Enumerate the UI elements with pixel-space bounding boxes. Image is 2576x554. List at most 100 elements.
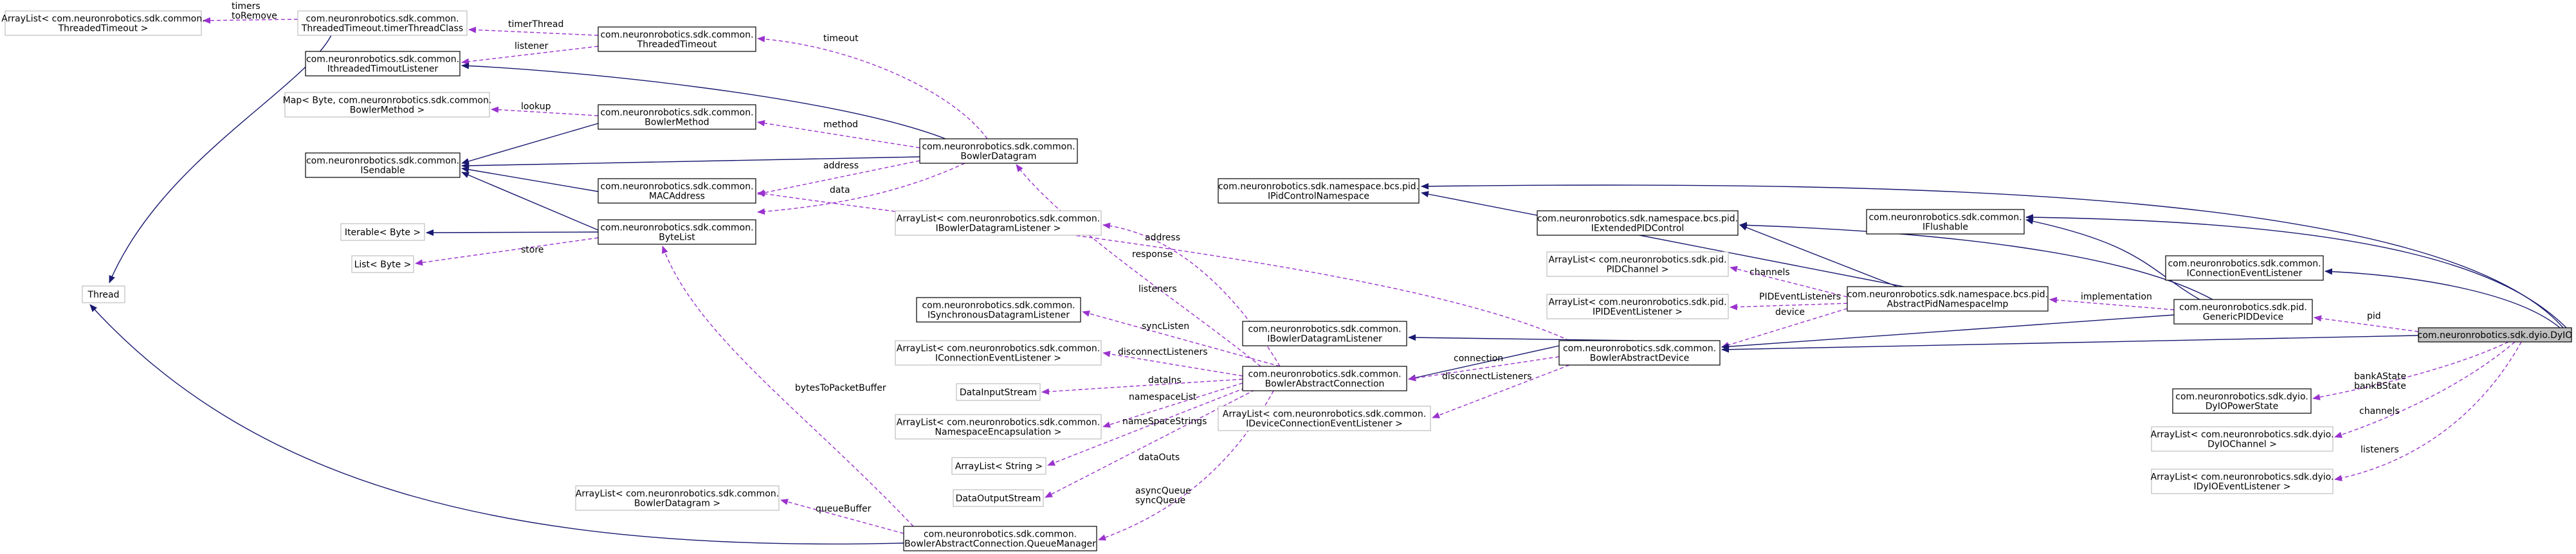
- class-node-map-byte-bowler-method[interactable]: Map< Byte, com.neuronrobotics.sdk.common…: [283, 92, 492, 118]
- class-node-mac-address[interactable]: com.neuronrobotics.sdk.common.MACAddress: [598, 178, 756, 204]
- edge-label-bank-state: bankBState: [2354, 381, 2406, 391]
- class-name-line: IBowlerDatagramListener: [1267, 334, 1382, 344]
- edge-label-bytes-to-packet-buffer: bytesToPacketBuffer: [795, 383, 886, 393]
- class-name-line: BowlerAbstractConnection: [1265, 379, 1385, 389]
- class-name-line: ThreadedTimeout >: [58, 24, 149, 34]
- class-node-data-input-stream[interactable]: DataInputStream: [956, 383, 1041, 401]
- usage-edge-31: [1432, 364, 1570, 418]
- inheritance-edge-7: [461, 123, 599, 165]
- edge-label-disconnect-listeners-conn: disconnectListeners: [1118, 347, 1208, 357]
- class-node-iconnection-event-listener[interactable]: com.neuronrobotics.sdk.common.IConnectio…: [2165, 255, 2324, 281]
- edge-label-disconnect-listeners-dev: disconnectListeners: [1442, 371, 1532, 382]
- class-name-line: com.neuronrobotics.sdk.dyio.DyIO: [2418, 330, 2573, 341]
- edge-label-timeout: timeout: [823, 33, 859, 44]
- usage-edge-6: [491, 106, 599, 116]
- class-name-line: BowlerAbstractDevice: [1590, 353, 1690, 364]
- class-name-line: ISynchronousDatagramListener: [927, 310, 1070, 321]
- usage-edge-26: [662, 246, 914, 527]
- edge-label-pid-event-listeners: PIDEventListeners: [1759, 292, 1841, 302]
- class-node-dyio-power-state[interactable]: com.neuronrobotics.sdk.dyio.DyIOPowerSta…: [2172, 388, 2312, 414]
- edge-label-connection: connection: [1454, 353, 1503, 364]
- edge-label-channels-pid: channels: [1749, 267, 1790, 278]
- class-node-arraylist-dyio-event-listener[interactable]: ArrayList< com.neuronrobotics.sdk.dyio.I…: [2151, 469, 2334, 494]
- usage-edge-20: [1102, 350, 1243, 377]
- inheritance-edge-40: [1721, 314, 2175, 350]
- edge-label-sync-listen: syncListen: [1142, 321, 1189, 332]
- edge-label-data: data: [830, 185, 850, 195]
- class-node-isynchronous-datagram-listener[interactable]: com.neuronrobotics.sdk.common.ISynchrono…: [916, 297, 1081, 323]
- class-name-line: IPidControlNamespace: [1268, 192, 1369, 202]
- class-node-ibowler-datagram-listener[interactable]: com.neuronrobotics.sdk.common.IBowlerDat…: [1242, 321, 1407, 346]
- class-node-iterable-byte[interactable]: Iterable< Byte >: [340, 223, 425, 241]
- class-node-arraylist-datagram-listener[interactable]: ArrayList< com.neuronrobotics.sdk.common…: [895, 210, 1102, 236]
- usage-edge-17: [1016, 164, 1261, 367]
- class-node-arraylist-dyio-channel[interactable]: ArrayList< com.neuronrobotics.sdk.dyio.D…: [2151, 426, 2334, 452]
- edge-label-lookup: lookup: [521, 102, 551, 112]
- usage-edge-47: [2312, 341, 2509, 400]
- class-node-thread[interactable]: Thread: [82, 285, 125, 303]
- inheritance-edge-43: [1421, 183, 2564, 328]
- class-name-line: ArrayList< com.neuronrobotics.sdk.dyio.: [2151, 472, 2334, 483]
- class-node-ithreaded-timout-listener[interactable]: com.neuronrobotics.sdk.common.IthreadedT…: [305, 51, 461, 76]
- class-name-line: ArrayList< com.neuronrobotics.sdk.common…: [897, 214, 1100, 224]
- class-node-list-byte[interactable]: List< Byte >: [351, 255, 414, 273]
- class-name-line: ByteList: [659, 233, 695, 243]
- class-name-line: com.neuronrobotics.sdk.common.: [600, 108, 753, 118]
- class-node-arraylist-pid-event-listener[interactable]: ArrayList< com.neuronrobotics.sdk.pid.IP…: [1546, 294, 1729, 319]
- inheritance-edge-32: [1408, 334, 1634, 341]
- class-name-line: Map< Byte, com.neuronrobotics.sdk.common…: [283, 96, 492, 106]
- class-node-data-output-stream[interactable]: DataOutputStream: [953, 489, 1044, 507]
- class-name-line: IConnectionEventListener >: [935, 353, 1061, 364]
- class-name-line: IBowlerDatagramListener >: [936, 224, 1061, 234]
- edge-label-data-ins: dataIns: [1148, 375, 1182, 386]
- class-node-arraylist-connection-event-listener[interactable]: ArrayList< com.neuronrobotics.sdk.common…: [895, 340, 1102, 366]
- class-node-iflushable[interactable]: com.neuronrobotics.sdk.common.IFlushable: [1866, 209, 2025, 235]
- class-node-timer-thread-class[interactable]: com.neuronrobotics.sdk.common.ThreadedTi…: [297, 10, 468, 36]
- class-node-arraylist-bowler-datagram[interactable]: ArrayList< com.neuronrobotics.sdk.common…: [575, 485, 780, 511]
- usage-edge-18: [1102, 222, 1281, 367]
- class-node-bowler-datagram[interactable]: com.neuronrobotics.sdk.common.BowlerData…: [919, 138, 1078, 164]
- class-name-line: com.neuronrobotics.sdk.common.: [2168, 259, 2321, 269]
- class-name-line: DyIOPowerState: [2206, 402, 2279, 412]
- edge-label-listener: listener: [515, 41, 549, 51]
- usage-edge-15: [415, 237, 599, 266]
- inheritance-edge-14: [426, 229, 599, 236]
- class-node-arraylist-device-connection-event-listener[interactable]: ArrayList< com.neuronrobotics.sdk.common…: [1218, 406, 1431, 431]
- usage-edge-21: [1041, 379, 1243, 395]
- class-node-arraylist-pid-channel[interactable]: ArrayList< com.neuronrobotics.sdk.pid.PI…: [1546, 251, 1729, 277]
- class-node-ipid-control-namespace[interactable]: com.neuronrobotics.sdk.namespace.bcs.pid…: [1218, 178, 1420, 204]
- class-name-line: com.neuronrobotics.sdk.common.: [924, 530, 1077, 540]
- class-name-line: BowlerMethod: [644, 118, 709, 128]
- inheritance-edge-36: [1739, 224, 1898, 287]
- class-name-line: DyIOChannel >: [2207, 440, 2277, 450]
- class-node-bowler-method[interactable]: com.neuronrobotics.sdk.common.BowlerMeth…: [598, 104, 756, 130]
- class-node-threaded-timeout[interactable]: com.neuronrobotics.sdk.common.ThreadedTi…: [598, 26, 756, 52]
- usage-edge-3: [461, 46, 599, 65]
- class-name-line: GenericPIDDevice: [2203, 312, 2284, 323]
- class-name-line: BowlerAbstractConnection.QueueManager: [904, 539, 1096, 550]
- class-name-line: ArrayList< com.neuronrobotics.sdk.common…: [1223, 409, 1426, 420]
- class-node-abstract-pid-namespace-imp[interactable]: com.neuronrobotics.sdk.namespace.bcs.pid…: [1847, 286, 2049, 312]
- class-name-line: com.neuronrobotics.sdk.common.: [922, 301, 1075, 311]
- class-node-isendable[interactable]: com.neuronrobotics.sdk.common.ISendable: [305, 152, 461, 178]
- class-node-arraylist-namespace-encapsulation[interactable]: ArrayList< com.neuronrobotics.sdk.common…: [895, 414, 1102, 440]
- class-node-arraylist-threaded-timeout[interactable]: ArrayList< com.neuronrobotics.sdk.common…: [1, 10, 205, 36]
- class-node-iextended-pid-control[interactable]: com.neuronrobotics.sdk.namespace.bcs.pid…: [1537, 210, 1739, 236]
- edge-label-namespace-list: namespaceList: [1129, 392, 1197, 402]
- class-name-line: com.neuronrobotics.sdk.namespace.bcs.pid…: [1537, 214, 1738, 224]
- class-node-generic-pid-device[interactable]: com.neuronrobotics.sdk.pid.GenericPIDDev…: [2173, 299, 2313, 325]
- class-node-bowler-abstract-connection[interactable]: com.neuronrobotics.sdk.common.BowlerAbst…: [1242, 366, 1407, 391]
- class-name-line: IConnectionEventListener: [2187, 269, 2303, 279]
- class-name-line: BowlerDatagram: [960, 152, 1036, 162]
- class-node-bowler-abstract-device[interactable]: com.neuronrobotics.sdk.common.BowlerAbst…: [1558, 340, 1721, 366]
- usage-edge-35: [1721, 308, 1848, 348]
- class-node-arraylist-string[interactable]: ArrayList< String >: [951, 457, 1046, 475]
- class-node-byte-list[interactable]: com.neuronrobotics.sdk.common.ByteList: [598, 219, 756, 245]
- class-name-line: IDyIOEventListener >: [2194, 482, 2291, 492]
- usage-edge-23: [1047, 385, 1252, 466]
- class-name-line: ArrayList< com.neuronrobotics.sdk.common…: [897, 344, 1100, 354]
- usage-edge-24: [1045, 386, 1261, 498]
- edge-label-store: store: [521, 245, 544, 255]
- class-node-queue-manager[interactable]: com.neuronrobotics.sdk.common.BowlerAbst…: [903, 526, 1097, 551]
- class-name-line: MACAddress: [649, 192, 705, 202]
